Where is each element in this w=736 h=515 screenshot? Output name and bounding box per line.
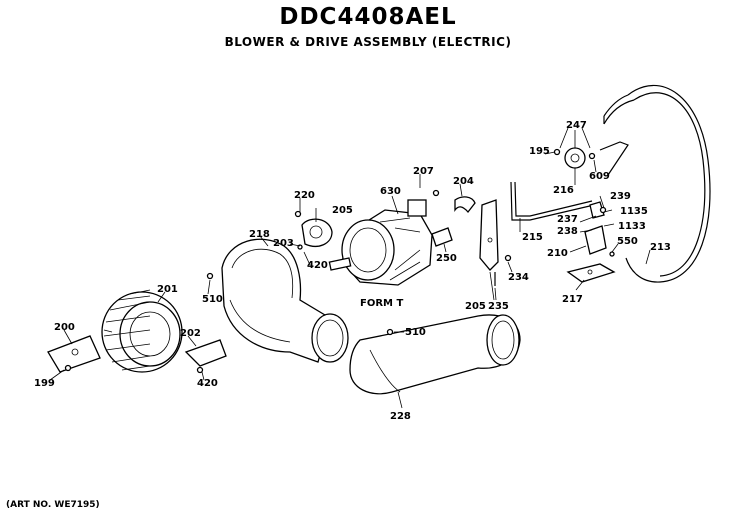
callout-247: 247 bbox=[566, 120, 587, 131]
callout-205-clamp: 205 bbox=[332, 205, 353, 216]
motor-bracket-205 bbox=[454, 196, 512, 286]
blower-bracket-200 bbox=[47, 335, 101, 373]
callout-250: 250 bbox=[436, 253, 457, 264]
callout-205-bracket: 205 bbox=[465, 301, 486, 312]
callout-630: 630 bbox=[380, 186, 401, 197]
callout-204: 204 bbox=[453, 176, 474, 187]
callout-510-housing: 510 bbox=[202, 294, 223, 305]
callout-1133: 1133 bbox=[618, 221, 646, 232]
drive-belt-213 bbox=[603, 84, 711, 283]
model-number-title: DDC4408AEL bbox=[279, 4, 457, 30]
screw-510 bbox=[206, 272, 214, 280]
callout-234: 234 bbox=[508, 272, 529, 283]
callout-550: 550 bbox=[617, 236, 638, 247]
callout-235: 235 bbox=[488, 301, 509, 312]
idler-bracket-210 bbox=[584, 201, 615, 257]
exhaust-duct-228 bbox=[349, 314, 521, 395]
callout-216: 216 bbox=[553, 185, 574, 196]
art-number: (ART NO. WE7195) bbox=[6, 500, 100, 510]
callout-203: 203 bbox=[273, 238, 294, 249]
callout-199: 199 bbox=[34, 378, 55, 389]
callout-228: 228 bbox=[390, 411, 411, 422]
idler-arm-215 bbox=[510, 181, 595, 221]
callout-form-t: FORM T bbox=[360, 298, 403, 309]
blower-seal-202 bbox=[184, 339, 227, 374]
callout-210: 210 bbox=[547, 248, 568, 259]
callout-609: 609 bbox=[589, 171, 610, 182]
callout-237: 237 bbox=[557, 214, 578, 225]
assembly-subtitle: BLOWER & DRIVE ASSEMBLY (ELECTRIC) bbox=[224, 35, 512, 49]
callout-207: 207 bbox=[413, 166, 434, 177]
callout-labels: 247 195 609 216 207 204 630 220 205 218 … bbox=[34, 120, 671, 422]
blower-housing-218 bbox=[221, 238, 349, 363]
callout-213: 213 bbox=[650, 242, 671, 253]
motor-mount-217 bbox=[566, 263, 616, 283]
callout-202: 202 bbox=[180, 328, 201, 339]
callout-215: 215 bbox=[522, 232, 543, 243]
callout-201: 201 bbox=[157, 284, 178, 295]
callout-420-bottom: 420 bbox=[197, 378, 218, 389]
callout-200: 200 bbox=[54, 322, 75, 333]
callout-238: 238 bbox=[557, 226, 578, 237]
callout-218: 218 bbox=[249, 229, 270, 240]
leader-lines bbox=[49, 127, 651, 409]
blower-wheel-201 bbox=[101, 289, 183, 373]
callout-220: 220 bbox=[294, 190, 315, 201]
callout-1135: 1135 bbox=[620, 206, 648, 217]
callout-217: 217 bbox=[562, 294, 583, 305]
callout-239: 239 bbox=[610, 191, 631, 202]
callout-510-duct: 510 bbox=[405, 327, 426, 338]
motor-clamp-205 bbox=[294, 210, 333, 250]
callout-420-top: 420 bbox=[307, 260, 328, 271]
drive-motor-630 bbox=[328, 189, 453, 286]
callout-195: 195 bbox=[529, 146, 550, 157]
